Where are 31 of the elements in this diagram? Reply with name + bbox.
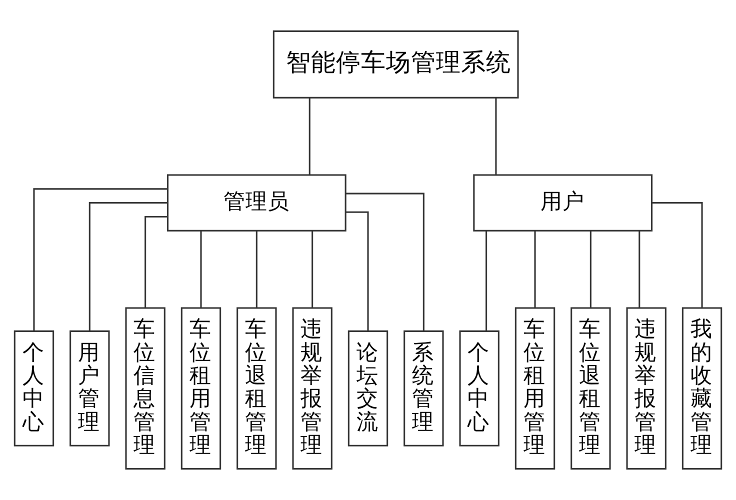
connector <box>144 216 168 308</box>
connector <box>590 231 592 308</box>
node-box: 管理员 <box>166 174 346 232</box>
node-box: 车位退租管理 <box>236 307 277 470</box>
node-box: 违规举报管理 <box>292 307 332 470</box>
connector <box>312 231 314 308</box>
connector <box>495 98 497 175</box>
node-box: 个人中心 <box>14 330 54 446</box>
connector <box>534 231 536 308</box>
connector <box>486 231 488 331</box>
node-box: 用户管理 <box>70 330 110 446</box>
node-box: 系统管理 <box>404 330 444 446</box>
node-box: 个人中心 <box>459 330 500 446</box>
node-box: 违规举报管理 <box>626 307 666 470</box>
connector <box>256 231 258 308</box>
connector <box>652 202 703 308</box>
connector <box>33 188 168 331</box>
node-box: 智能停车场管理系统 <box>272 30 519 98</box>
node-box: 我的收藏管理 <box>682 307 722 470</box>
node-box: 用户 <box>473 174 653 232</box>
connector <box>200 231 202 308</box>
connector <box>346 192 424 331</box>
node-box: 车位租用管理 <box>180 307 222 470</box>
connector <box>346 211 369 332</box>
node-box: 论坛交流 <box>348 330 388 446</box>
connector <box>308 98 310 175</box>
node-box: 车位信息管理 <box>125 307 166 470</box>
connector <box>88 202 168 331</box>
connector <box>638 231 640 308</box>
node-box: 车位租用管理 <box>514 307 556 470</box>
node-box: 车位退租管理 <box>570 307 611 470</box>
